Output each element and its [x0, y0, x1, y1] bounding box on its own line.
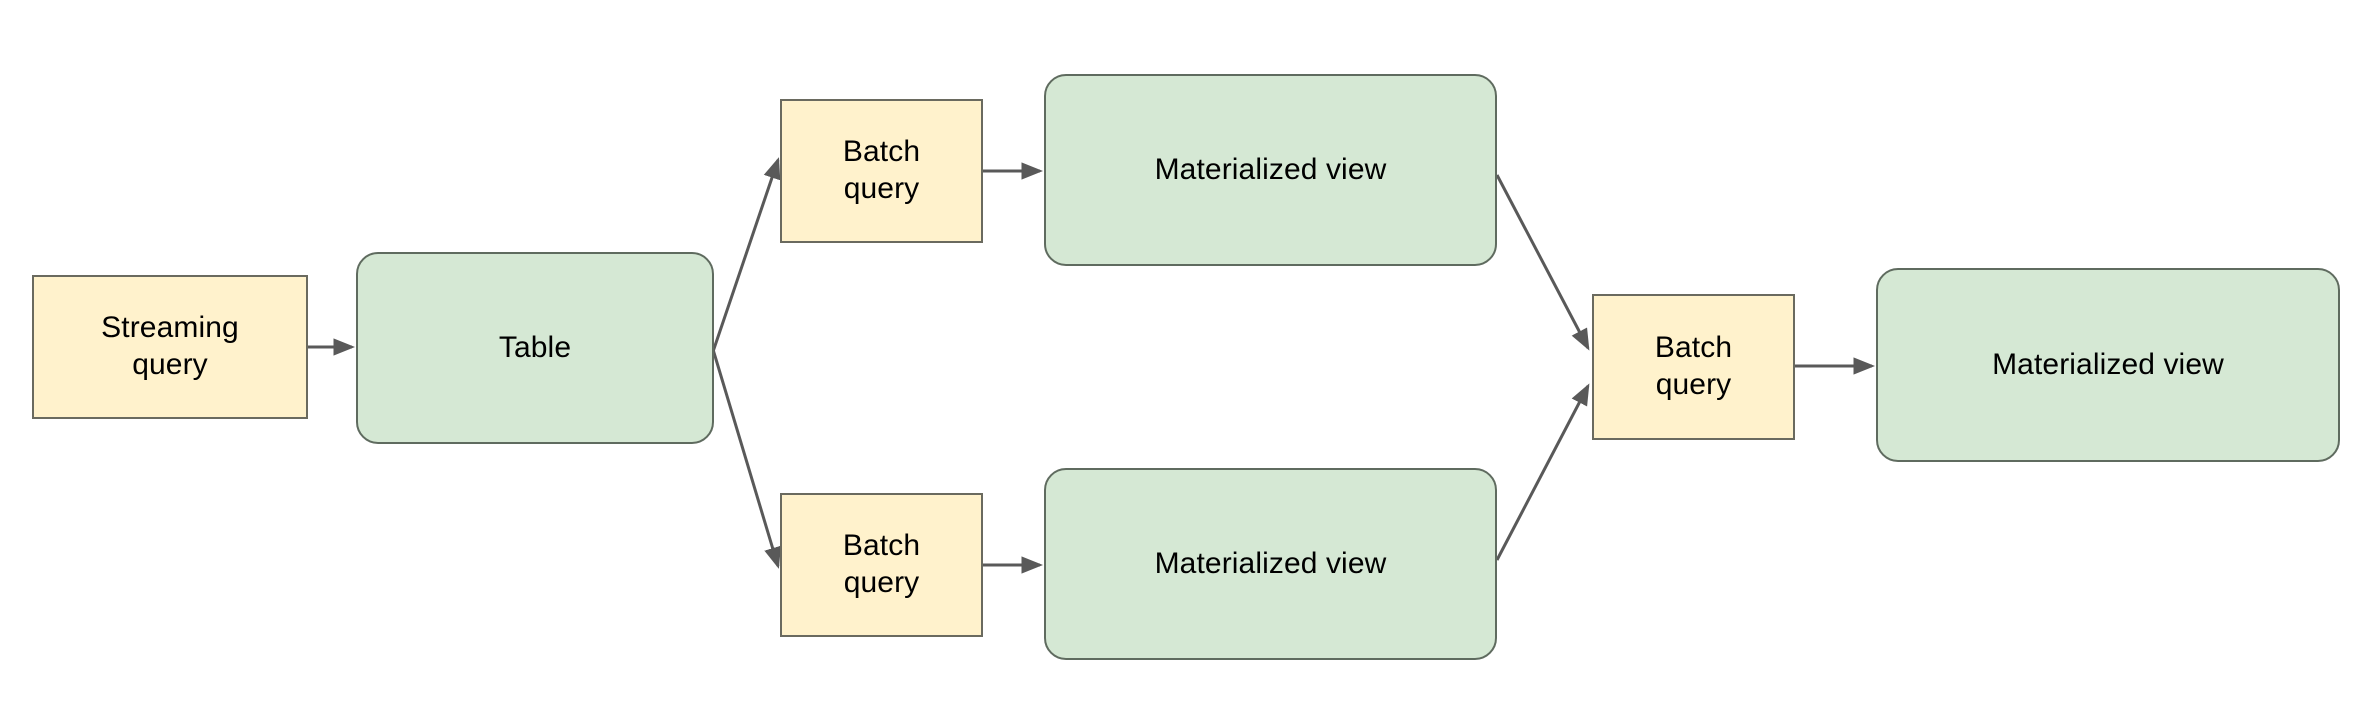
- node-label-table: Table: [498, 330, 572, 364]
- node-batch-query-right[interactable]: Batch query: [1592, 294, 1795, 440]
- node-label-batch-query-bottom: Batch query: [842, 529, 921, 599]
- node-label-materialized-view-bottom: Materialized view: [1154, 546, 1387, 580]
- node-materialized-view-top[interactable]: Materialized view: [1044, 74, 1497, 266]
- node-batch-query-top[interactable]: Batch query: [780, 99, 983, 243]
- node-label-batch-query-right: Batch query: [1654, 331, 1733, 401]
- node-label-batch-query-top: Batch query: [842, 135, 921, 205]
- node-batch-query-bottom[interactable]: Batch query: [780, 493, 983, 637]
- node-streaming-query[interactable]: Streaming query: [32, 275, 308, 419]
- node-label-materialized-view-top: Materialized view: [1154, 152, 1387, 186]
- node-materialized-view-bottom[interactable]: Materialized view: [1044, 468, 1497, 660]
- node-label-streaming-query: Streaming query: [101, 311, 239, 381]
- node-materialized-view-right[interactable]: Materialized view: [1876, 268, 2340, 462]
- edge-mv-bottom-to-batch-right: [1495, 383, 1590, 561]
- node-label-materialized-view-right: Materialized view: [1992, 347, 2224, 381]
- edge-mv-top-to-batch-right: [1495, 174, 1590, 351]
- node-table[interactable]: Table: [356, 252, 714, 444]
